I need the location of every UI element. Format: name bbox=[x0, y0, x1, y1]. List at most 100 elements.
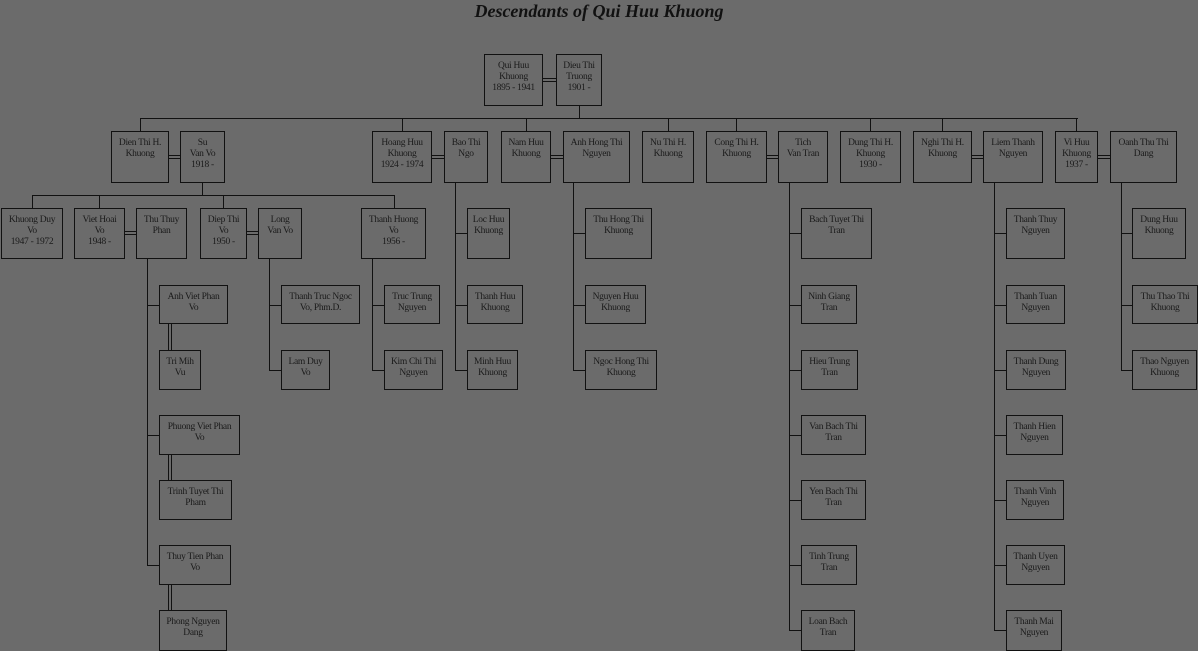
connector-line bbox=[455, 233, 468, 234]
spouse-link bbox=[168, 455, 169, 480]
connector-line bbox=[789, 435, 802, 436]
person-box-tvinh[interactable]: Thanh Vinh Nguyen bbox=[1006, 480, 1064, 520]
person-box-hoang[interactable]: Hoang Huu Khuong 1924 - 1974 bbox=[372, 131, 432, 183]
person-box-dieu[interactable]: Dieu Thi Truong 1901 - bbox=[556, 54, 602, 106]
person-box-ninh[interactable]: Ninh Giang Tran bbox=[801, 285, 857, 324]
connector-line bbox=[32, 195, 395, 196]
person-box-ngochong[interactable]: Ngoc Hong Thi Khuong bbox=[585, 350, 657, 390]
connector-line bbox=[573, 370, 586, 371]
person-box-tich[interactable]: Tich Van Tran bbox=[778, 131, 828, 183]
person-box-thanhhuong[interactable]: Thanh Huong Vo 1956 - bbox=[361, 208, 426, 259]
person-box-qui[interactable]: Qui Huu Khuong 1895 - 1941 bbox=[484, 54, 543, 106]
person-box-khuongduy[interactable]: Khuong Duy Vo 1947 - 1972 bbox=[1, 208, 63, 259]
person-box-phuong[interactable]: Phuong Viet Phan Vo bbox=[159, 415, 240, 455]
person-box-loan[interactable]: Loan Bach Tran bbox=[801, 610, 855, 651]
person-box-nghi[interactable]: Nghi Thi H. Khuong bbox=[913, 131, 972, 183]
person-box-phong[interactable]: Phong Nguyen Dang bbox=[159, 610, 227, 651]
person-box-viethoai[interactable]: Viet Hoai Vo 1948 - bbox=[74, 208, 125, 259]
connector-line bbox=[1076, 118, 1077, 132]
person-box-ttuan[interactable]: Thanh Tuan Nguyen bbox=[1006, 285, 1065, 324]
person-box-kimchi[interactable]: Kim Chi Thi Nguyen bbox=[384, 350, 443, 390]
person-box-thaonguyen[interactable]: Thao Nguyen Khuong bbox=[1132, 350, 1197, 390]
person-box-yenbach[interactable]: Yen Bach Thi Tran bbox=[801, 480, 866, 520]
person-box-diep[interactable]: Diep Thi Vo 1950 - bbox=[200, 208, 247, 259]
connector-line bbox=[789, 305, 802, 306]
person-box-dunghuu[interactable]: Dung Huu Khuong bbox=[1132, 208, 1186, 259]
person-box-thien[interactable]: Thanh Hien Nguyen bbox=[1006, 415, 1063, 455]
person-box-nam[interactable]: Nam Huu Khuong bbox=[501, 131, 551, 183]
connector-line bbox=[147, 259, 148, 566]
person-box-thuthao[interactable]: Thu Thao Thi Khuong bbox=[1132, 285, 1198, 324]
person-box-tmai[interactable]: Thanh Mai Nguyen bbox=[1006, 610, 1062, 651]
connector-line bbox=[1121, 233, 1133, 234]
spouse-link bbox=[543, 78, 556, 79]
spouse-link bbox=[551, 158, 563, 159]
connector-line bbox=[1121, 370, 1133, 371]
person-box-su[interactable]: Su Van Vo 1918 - bbox=[180, 131, 225, 183]
connector-line bbox=[668, 118, 669, 132]
person-box-thanhhuu[interactable]: Thanh Huu Khuong bbox=[467, 285, 523, 324]
spouse-link bbox=[247, 231, 258, 232]
person-box-nguyenhuu[interactable]: Nguyen Huu Khuong bbox=[585, 285, 646, 324]
person-box-lam[interactable]: Lam Duy Vo bbox=[281, 350, 330, 390]
person-box-vanbach[interactable]: Van Bach Thi Tran bbox=[801, 415, 866, 455]
person-box-long[interactable]: Long Van Vo bbox=[258, 208, 302, 259]
person-box-cong[interactable]: Cong Thi H. Khuong bbox=[706, 131, 767, 183]
person-box-bao[interactable]: Bao Thi Ngo bbox=[444, 131, 488, 183]
person-box-thuthuy[interactable]: Thu Thuy Phan bbox=[136, 208, 187, 259]
person-box-vi[interactable]: Vi Huu Khuong 1937 - bbox=[1055, 131, 1098, 183]
person-box-tthuy[interactable]: Thanh Thuy Nguyen bbox=[1006, 208, 1065, 259]
connector-line bbox=[402, 118, 403, 132]
connector-line bbox=[147, 305, 160, 306]
person-box-tinh[interactable]: Tinh Trung Tran bbox=[801, 545, 857, 585]
connector-line bbox=[994, 500, 1007, 501]
connector-line bbox=[223, 195, 224, 209]
person-box-liem[interactable]: Liem Thanh Nguyen bbox=[983, 131, 1043, 183]
person-box-dungthi[interactable]: Dung Thi H. Khuong 1930 - bbox=[840, 131, 901, 183]
connector-line bbox=[394, 195, 395, 209]
connector-line bbox=[789, 183, 790, 631]
connector-line bbox=[573, 233, 586, 234]
person-box-oanh[interactable]: Oanh Thu Thi Dang bbox=[1110, 131, 1177, 183]
connector-line bbox=[789, 370, 802, 371]
spouse-link bbox=[1098, 155, 1110, 156]
spouse-link bbox=[767, 155, 778, 156]
person-box-bachtuyet[interactable]: Bach Tuyet Thi Tran bbox=[801, 208, 872, 259]
connector-line bbox=[269, 305, 282, 306]
person-box-tuyen[interactable]: Thanh Uyen Nguyen bbox=[1006, 545, 1065, 585]
person-box-anhhong[interactable]: Anh Hong Thi Nguyen bbox=[563, 131, 630, 183]
connector-line bbox=[372, 370, 385, 371]
person-box-minh[interactable]: Minh Huu Khuong bbox=[467, 350, 518, 390]
person-box-tructrung[interactable]: Truc Trung Nguyen bbox=[384, 285, 440, 324]
person-box-anhviet[interactable]: Anh Viet Phan Vo bbox=[159, 285, 228, 324]
connector-line bbox=[994, 565, 1007, 566]
spouse-link bbox=[543, 81, 556, 82]
person-box-thuytien[interactable]: Thuy Tien Phan Vo bbox=[159, 545, 231, 585]
connector-line bbox=[994, 305, 1007, 306]
person-box-thuhong[interactable]: Thu Hong Thi Khuong bbox=[585, 208, 652, 259]
person-box-nu[interactable]: Nu Thi H. Khuong bbox=[642, 131, 694, 183]
connector-line bbox=[994, 233, 1007, 234]
person-box-dien[interactable]: Dien Thi H. Khuong bbox=[111, 131, 169, 183]
spouse-link bbox=[972, 155, 983, 156]
spouse-link bbox=[972, 158, 983, 159]
connector-line bbox=[994, 630, 1007, 631]
connector-line bbox=[526, 118, 527, 132]
spouse-link bbox=[169, 155, 180, 156]
connector-line bbox=[455, 183, 456, 371]
person-box-thanhtruc[interactable]: Thanh Truc Ngoc Vo, Phm.D. bbox=[281, 285, 360, 324]
spouse-link bbox=[125, 231, 136, 232]
person-box-hieu[interactable]: Hieu Trung Tran bbox=[801, 350, 858, 390]
connector-line bbox=[579, 106, 580, 119]
person-box-loc[interactable]: Loc Huu Khuong bbox=[467, 208, 510, 259]
person-box-tdung[interactable]: Thanh Dung Nguyen bbox=[1006, 350, 1066, 390]
connector-line bbox=[455, 305, 468, 306]
person-box-trinh[interactable]: Trinh Tuyet Thi Pham bbox=[159, 480, 232, 520]
connector-line bbox=[789, 233, 802, 234]
spouse-link bbox=[767, 158, 778, 159]
spouse-link bbox=[171, 585, 172, 610]
person-box-trimih[interactable]: Tri Mih Vu bbox=[159, 350, 201, 390]
connector-line bbox=[269, 370, 282, 371]
connector-line bbox=[573, 183, 574, 371]
spouse-link bbox=[432, 155, 444, 156]
